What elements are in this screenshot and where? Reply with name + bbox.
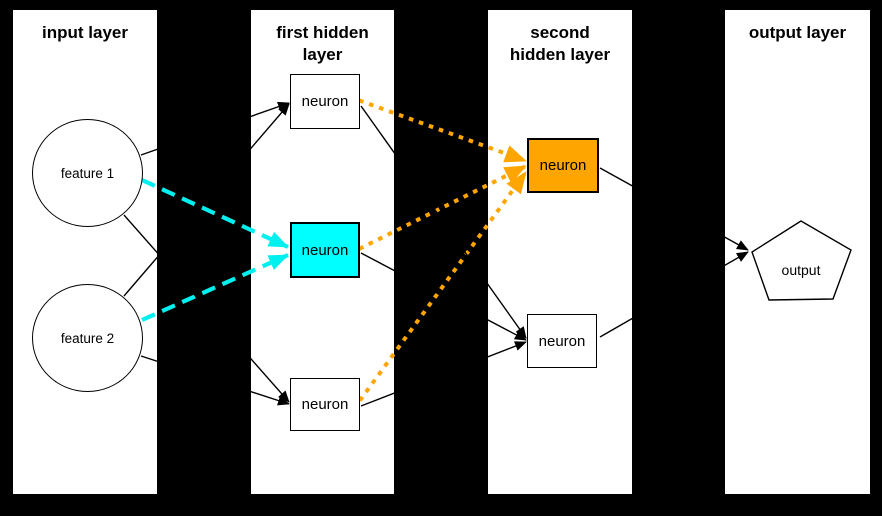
- panel-second-hidden-layer: second hidden layer: [488, 10, 632, 494]
- panel-output-layer: output layer: [725, 10, 870, 494]
- edges-group: [123, 98, 749, 407]
- node-output-label: output: [781, 262, 821, 278]
- node-hidden2-neuron-top-highlighted: neuron: [527, 138, 599, 193]
- panel-title-input-layer: input layer: [42, 23, 128, 42]
- node-feature-1: feature 1: [32, 119, 143, 227]
- node-hidden2-neuron-bottom: neuron: [527, 314, 597, 368]
- node-hidden1-neuron-bottom: neuron: [290, 378, 360, 431]
- node-hidden1-neuron-middle-highlighted: neuron: [290, 222, 360, 278]
- node-hidden1-neuron-top: neuron: [290, 74, 360, 129]
- panel-title-first-hidden-layer: first hidden layer: [276, 23, 369, 65]
- panel-title-output-layer: output layer: [748, 23, 847, 42]
- panel-title-second-hidden-layer: second hidden layer: [509, 23, 611, 65]
- panel-input-layer: input layer: [13, 10, 157, 494]
- node-feature-2: feature 2: [32, 284, 143, 392]
